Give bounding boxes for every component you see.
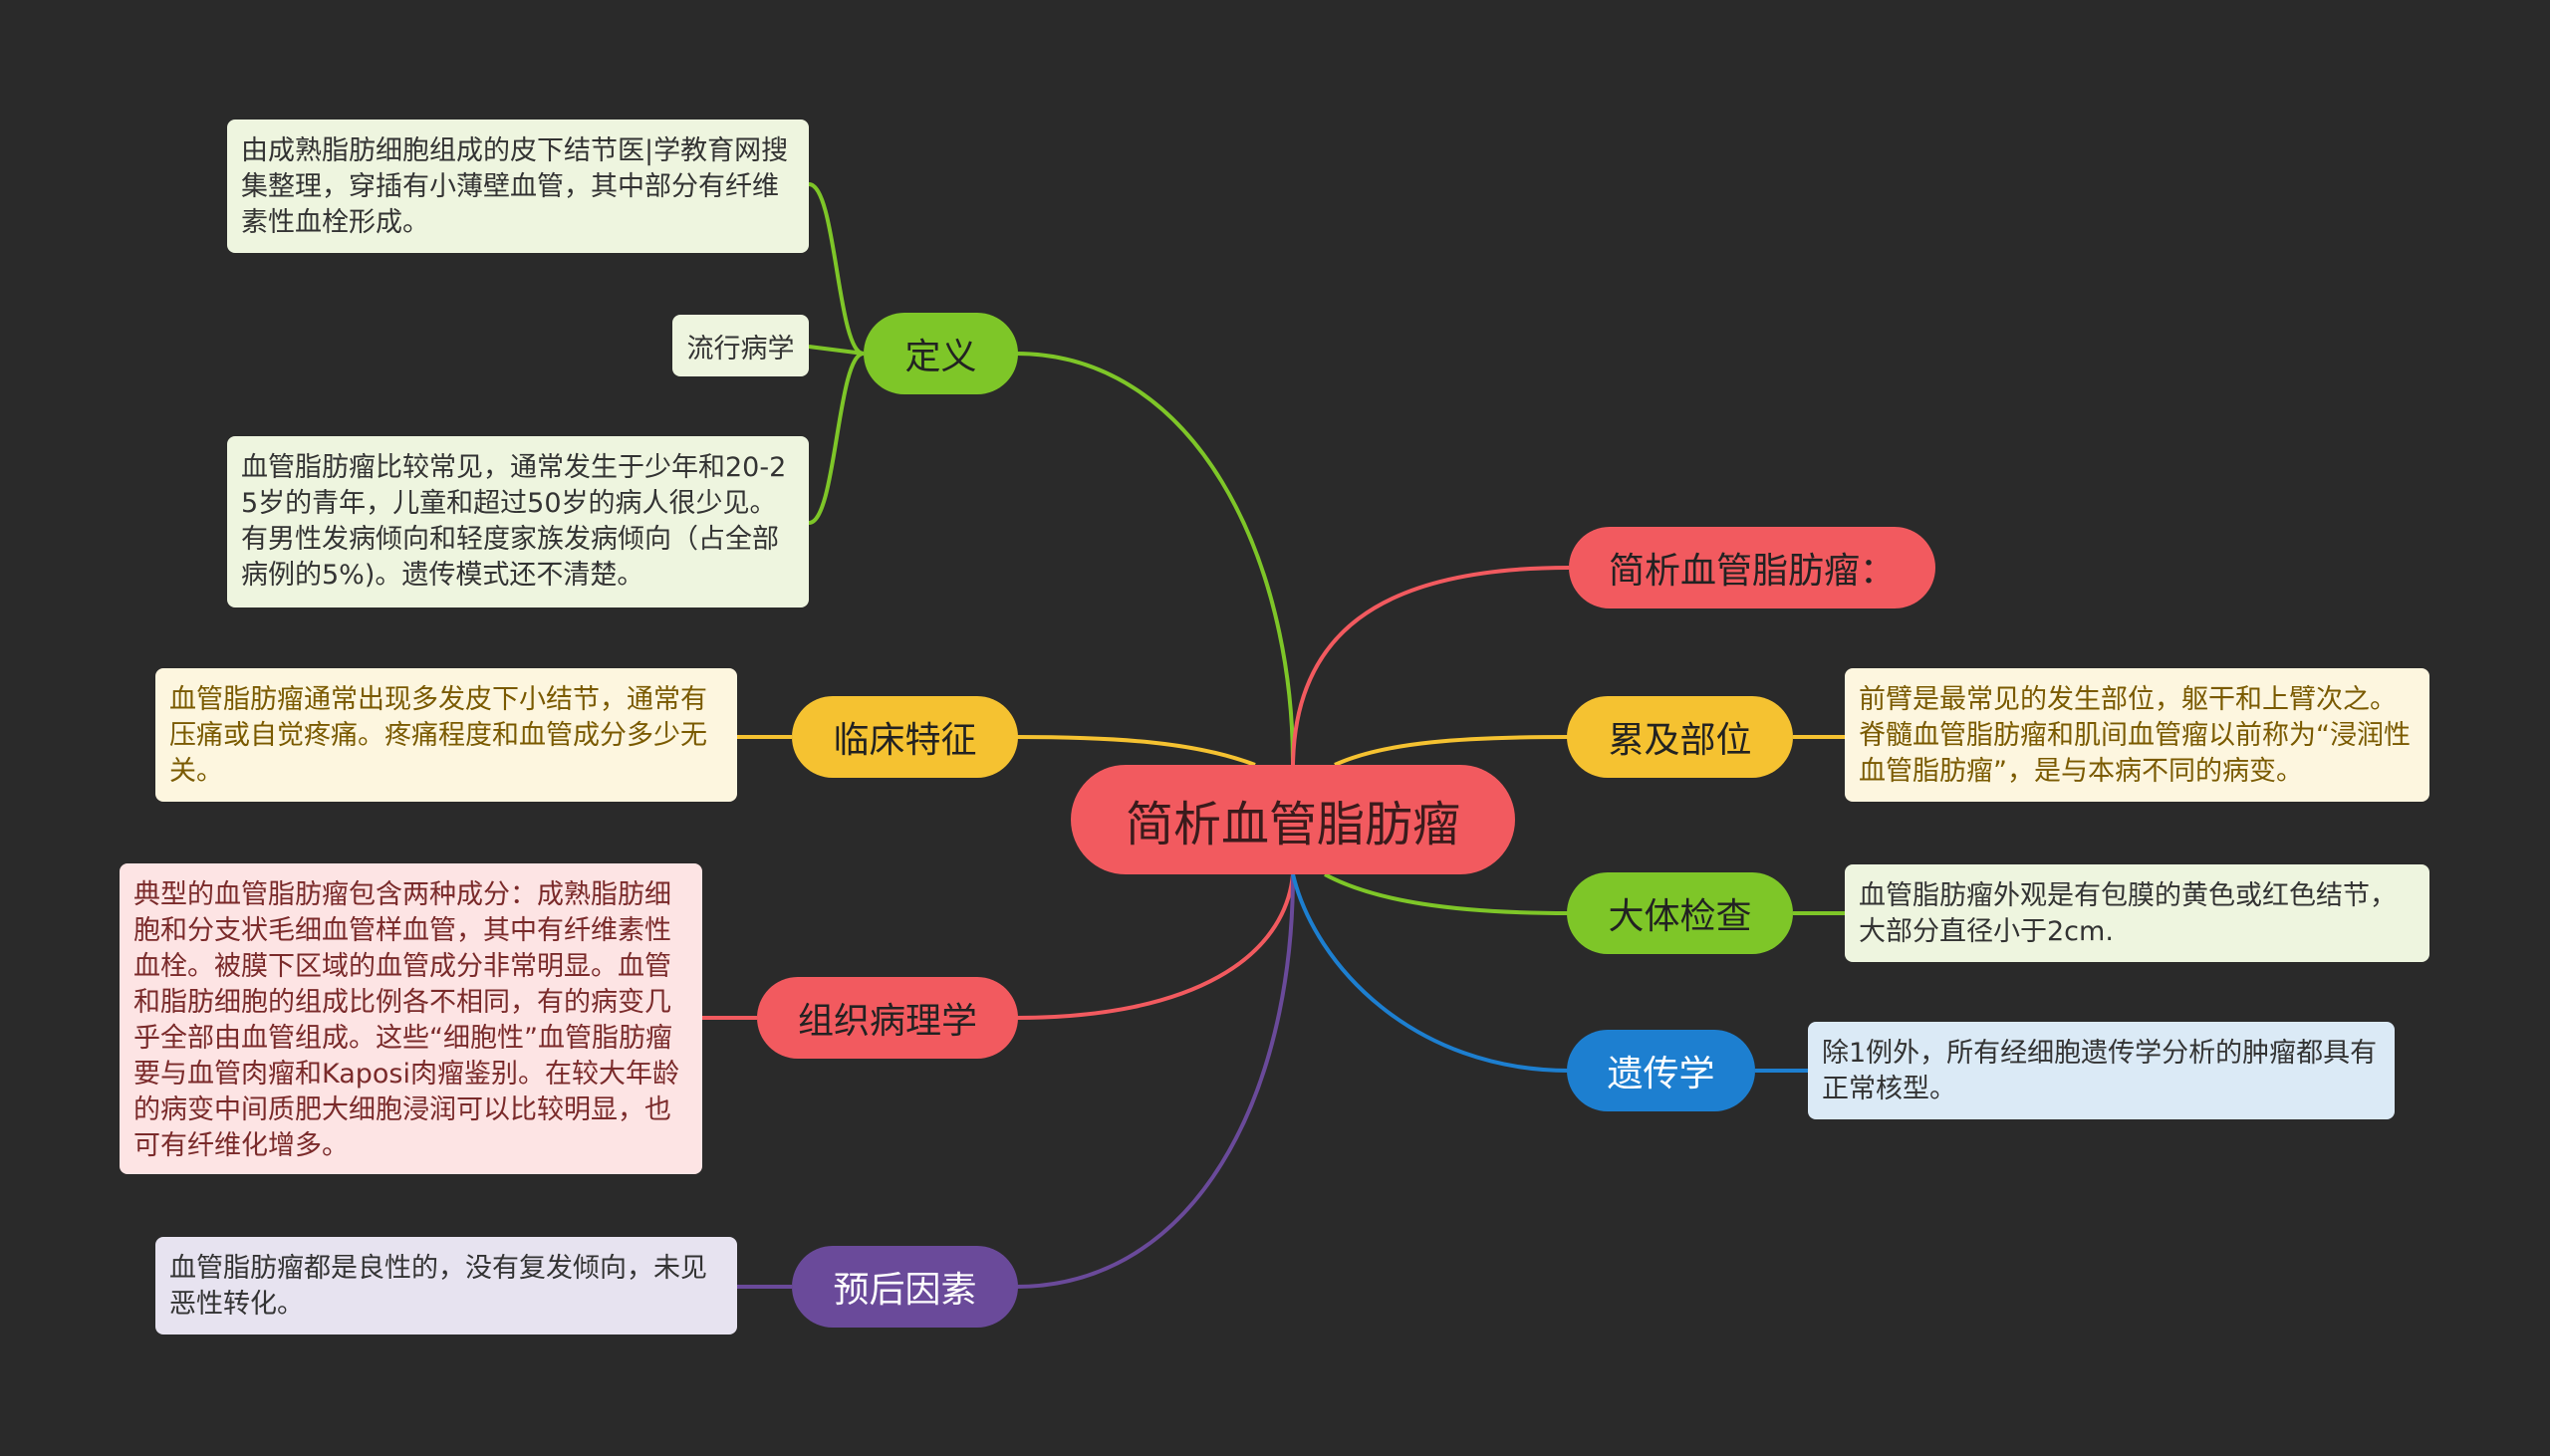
gross-examination-note: 血管脂肪瘤外观是有包膜的黄色或红色结节，大部分直径小于2cm. [1845,864,2429,962]
histopathology-note: 典型的血管脂肪瘤包含两种成分：成熟脂肪细胞和分支状毛细血管样血管，其中有纤维素性… [120,863,702,1174]
definition-note-epidemiology: 血管脂肪瘤比较常见，通常发生于少年和20-25岁的青年，儿童和超过50岁的病人很… [227,436,809,607]
definition-note-epidemiology-label: 流行病学 [672,315,809,376]
branch-clinical-features[interactable]: 临床特征 [792,696,1018,778]
link-location [1334,735,1570,767]
branch-involved-sites[interactable]: 累及部位 [1567,696,1793,778]
prognosis-note: 血管脂肪瘤都是良性的，没有复发倾向，未见恶性转化。 [155,1237,737,1335]
branch-gross-examination[interactable]: 大体检查 [1567,872,1793,954]
branch-histopathology[interactable]: 组织病理学 [757,977,1018,1059]
link-prognosis [1015,873,1295,1289]
branch-title[interactable]: 简析血管脂肪瘤： [1569,527,1935,608]
link-definition [1015,352,1295,766]
genetics-note: 除1例外，所有经细胞遗传学分析的肿瘤都具有正常核型。 [1808,1022,2395,1119]
involved-sites-note: 前臂是最常见的发生部位，躯干和上臂次之。脊髓血管脂肪瘤和肌间血管瘤以前称为“浸润… [1845,668,2429,802]
link-def-note1 [808,182,865,356]
link-def-note3 [808,352,865,525]
clinical-note: 血管脂肪瘤通常出现多发皮下小结节，通常有压痛或自觉疼痛。疼痛程度和血管成分多少无… [155,668,737,802]
central-topic[interactable]: 简析血管脂肪瘤 [1071,765,1515,874]
link-title [1291,566,1570,766]
branch-prognosis[interactable]: 预后因素 [792,1246,1018,1328]
link-gross [1324,872,1570,915]
link-histology [1015,873,1295,1020]
definition-note-composition: 由成熟脂肪细胞组成的皮下结节医|学教育网搜集整理，穿插有小薄壁血管，其中部分有纤… [227,120,809,253]
link-def-note2 [808,345,865,356]
branch-definition[interactable]: 定义 [864,313,1018,394]
branch-genetics[interactable]: 遗传学 [1567,1030,1755,1111]
link-genetics [1291,873,1570,1073]
link-clinical [1015,735,1256,767]
